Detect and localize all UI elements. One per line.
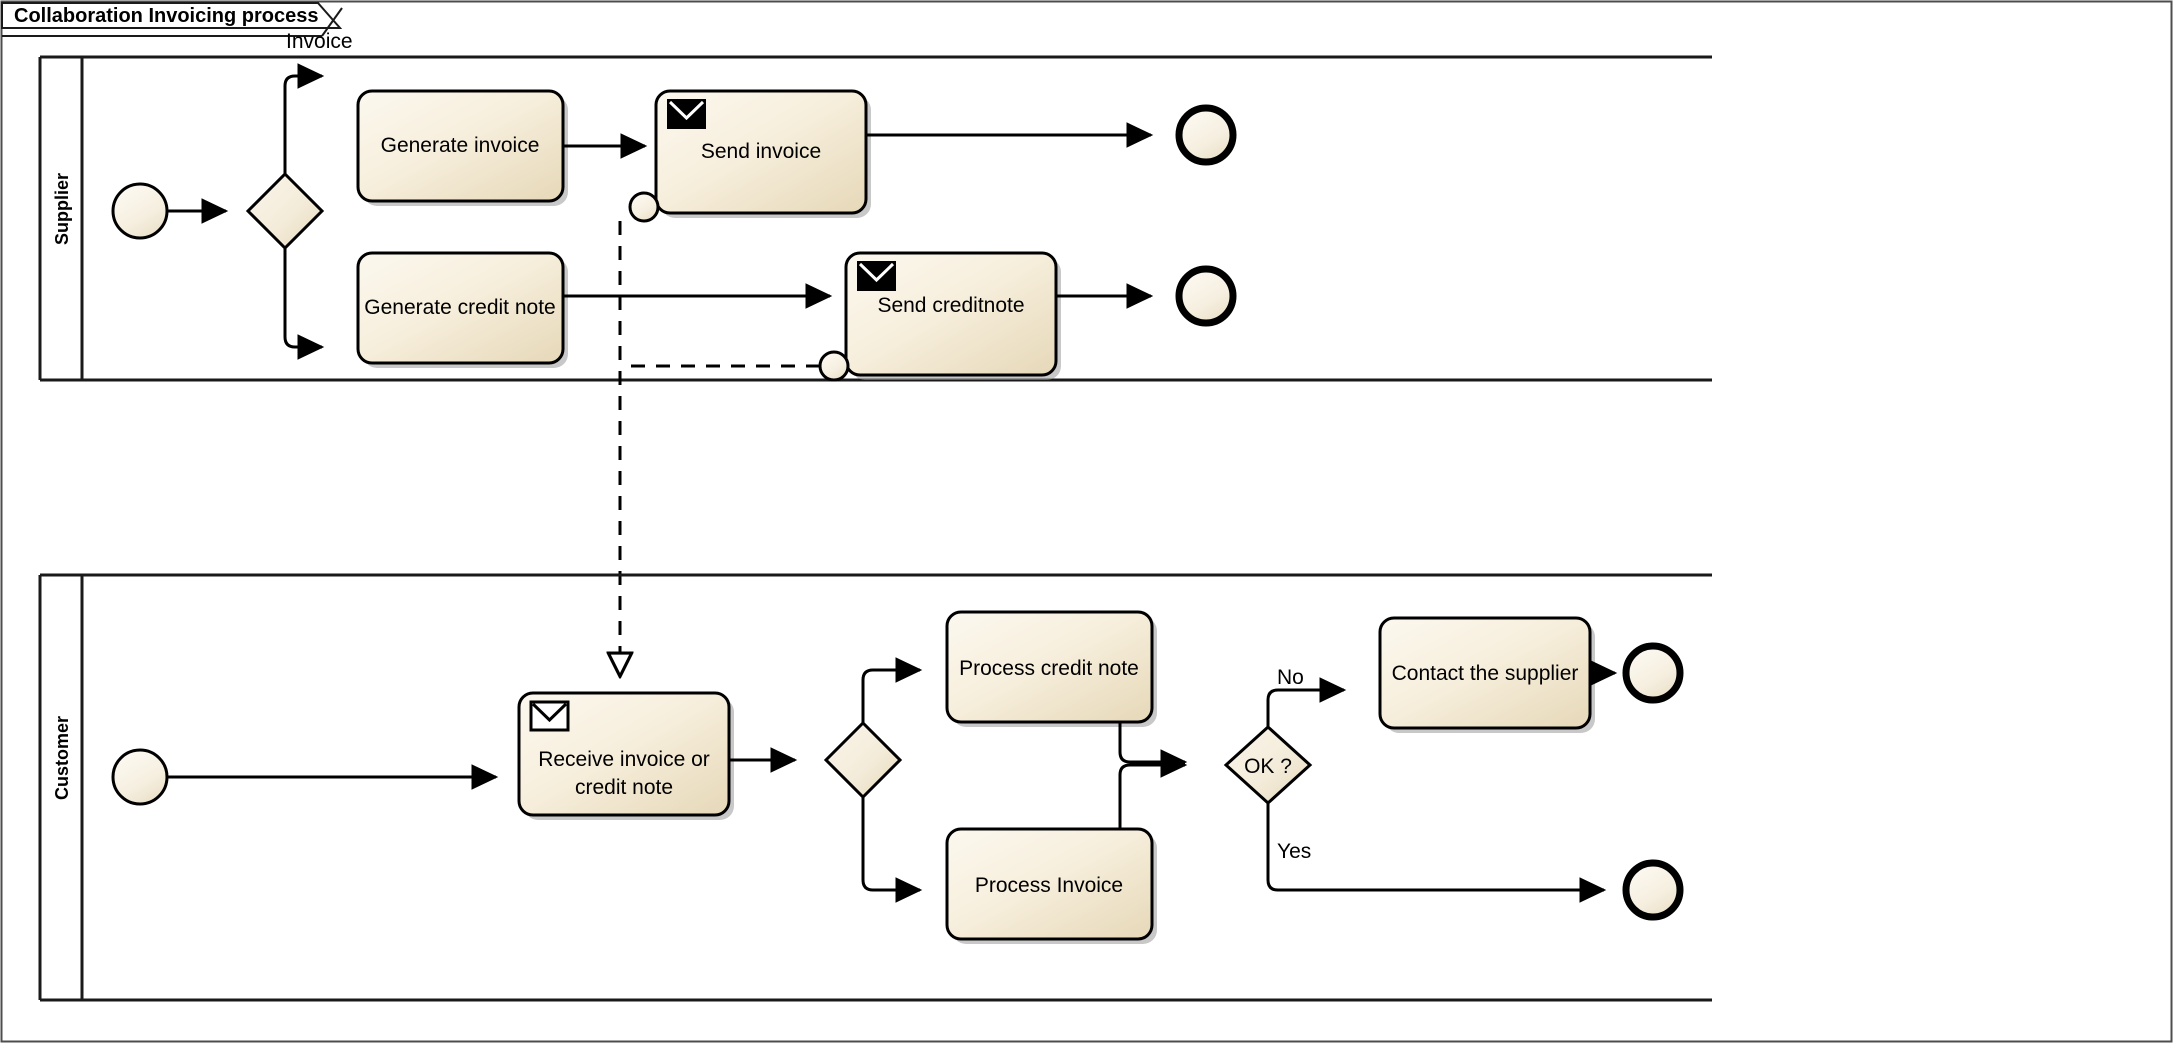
task-contact-the-supplier-label: Contact the supplier	[1392, 662, 1579, 685]
flow-gateway-to-generate-credit-note	[283, 248, 325, 360]
send-message-icon	[667, 99, 706, 129]
end-event-creditnote[interactable]	[1175, 265, 1237, 327]
pool-label-customer: Customer	[52, 716, 72, 800]
task-generate-credit-note[interactable]: Generate credit note	[356, 251, 568, 368]
pool-supplier: Supplier Generate invoice	[38, 55, 1712, 382]
send-invoice-message-out-event[interactable]	[628, 191, 660, 223]
invoice-label: Invoice	[286, 30, 353, 53]
task-generate-invoice[interactable]: Generate invoice	[356, 89, 568, 206]
send-message-icon	[857, 261, 896, 291]
task-generate-invoice-label: Generate invoice	[381, 134, 540, 157]
flow-ok-yes-to-end	[1266, 803, 1607, 903]
flow-gateway-to-process-credit-note	[861, 657, 923, 723]
task-send-invoice[interactable]: Send invoice	[654, 89, 871, 218]
task-receive-invoice-or-credit-note[interactable]: Receive invoice or credit note	[517, 691, 734, 820]
task-send-creditnote[interactable]: Send creditnote	[844, 251, 1061, 380]
flow-label-yes: Yes	[1277, 840, 1311, 863]
start-event-customer[interactable]	[111, 748, 169, 806]
task-process-invoice[interactable]: Process Invoice	[945, 827, 1157, 944]
diagram-title-tab: Collaboration Invoicing process	[1, 2, 343, 29]
gateway-customer-split[interactable]	[823, 720, 903, 800]
pool-customer: Customer Receive invoice or credit note	[38, 573, 1712, 1002]
page-title: Collaboration Invoicing process	[14, 5, 319, 27]
flow-process-invoice-to-ok	[1118, 752, 1188, 829]
task-send-creditnote-label: Send creditnote	[877, 294, 1024, 317]
gateway-supplier-split[interactable]	[245, 171, 325, 251]
gateway-ok-label: OK ?	[1244, 755, 1292, 778]
flow-gateway-to-process-invoice	[861, 797, 923, 903]
task-process-credit-note[interactable]: Process credit note	[945, 610, 1157, 727]
send-creditnote-message-out-event[interactable]	[818, 350, 850, 382]
task-generate-credit-note-label: Generate credit note	[364, 296, 555, 319]
pool-label-supplier: Supplier	[52, 173, 72, 245]
receive-message-icon	[529, 700, 570, 732]
flow-label-no: No	[1277, 666, 1304, 689]
flow-process-credit-note-to-ok	[1118, 722, 1188, 775]
task-contact-the-supplier[interactable]: Contact the supplier	[1378, 616, 1595, 733]
start-event-supplier[interactable]	[111, 182, 169, 240]
task-process-credit-note-label: Process credit note	[959, 657, 1139, 680]
end-event-invoice[interactable]	[1175, 104, 1237, 166]
message-flows	[620, 221, 820, 676]
end-event-contact-supplier[interactable]	[1622, 642, 1684, 704]
gateway-ok[interactable]: OK ?	[1223, 724, 1313, 806]
task-process-invoice-label: Process Invoice	[975, 874, 1123, 897]
task-receive-label-line2: credit note	[575, 776, 673, 799]
flow-ok-no-to-contact-supplier	[1266, 677, 1347, 727]
message-flow-invoice-label: Invoice	[2, 7, 353, 53]
task-receive-label-line1: Receive invoice or	[538, 748, 710, 771]
task-send-invoice-label: Send invoice	[701, 140, 821, 163]
end-event-ok-yes[interactable]	[1622, 859, 1684, 921]
flow-gateway-to-generate-invoice	[283, 63, 325, 174]
